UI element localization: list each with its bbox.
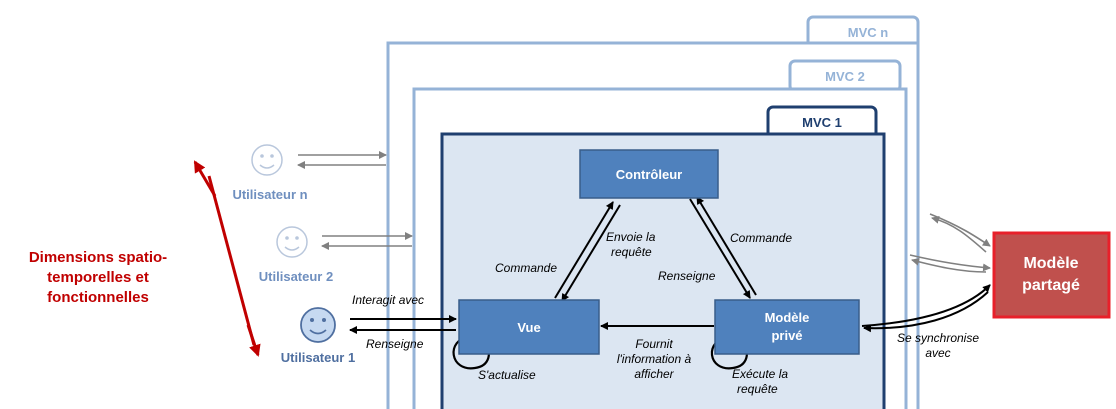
edge-labels: Commande Envoie la requête Commande Rens…	[352, 230, 979, 396]
dimensions-label: Dimensions spatio- temporelles et foncti…	[29, 249, 167, 306]
label-s-actualise: S'actualise	[478, 368, 536, 382]
label-fournit-2: l'information à	[617, 352, 692, 366]
smiley-icon	[251, 144, 283, 176]
label-fournit-3: afficher	[634, 367, 674, 381]
label-interagit: Interagit avec	[352, 293, 424, 307]
tab-mvc-1: MVC 1	[802, 115, 842, 130]
vue-box: Vue	[458, 299, 600, 355]
user-2-label: Utilisateur 2	[259, 269, 333, 284]
label-commande-right: Commande	[730, 231, 792, 245]
user-1: Utilisateur 1	[281, 307, 355, 365]
user-2: Utilisateur 2	[259, 226, 333, 284]
smiley-icon	[300, 307, 336, 343]
modele-prive-label-2: privé	[771, 328, 802, 343]
svg-text:temporelles et: temporelles et	[47, 269, 149, 286]
modele-partage-label-1: Modèle	[1023, 255, 1078, 272]
label-execute-2: requête	[737, 382, 778, 396]
user-1-label: Utilisateur 1	[281, 350, 355, 365]
label-renseigne-left: Renseigne	[366, 337, 424, 351]
label-envoie-2: requête	[611, 245, 652, 259]
label-synchronise-1: Se synchronise	[897, 331, 979, 345]
controleur-box: Contrôleur	[579, 149, 719, 199]
modele-partage-box: Modèle partagé	[992, 231, 1111, 319]
tab-mvc-n: MVC n	[848, 25, 889, 40]
connections	[297, 151, 991, 334]
modele-prive-box: Modèle privé	[714, 299, 860, 355]
user-n: Utilisateur n	[232, 144, 308, 202]
label-envoie-1: Envoie la	[606, 230, 656, 244]
label-commande-left: Commande	[495, 261, 557, 275]
controleur-label: Contrôleur	[616, 167, 682, 182]
svg-text:fonctionnelles: fonctionnelles	[47, 289, 149, 306]
dimension-arrow	[193, 160, 261, 357]
user-n-label: Utilisateur n	[232, 187, 307, 202]
label-synchronise-2: avec	[925, 346, 950, 360]
modele-prive-label-1: Modèle	[765, 310, 810, 325]
label-fournit-1: Fournit	[635, 337, 673, 351]
modele-partage-label-2: partagé	[1022, 277, 1080, 294]
label-execute-1: Exécute la	[732, 367, 788, 381]
svg-text:Dimensions spatio-: Dimensions spatio-	[29, 249, 167, 266]
smiley-icon	[276, 226, 308, 258]
vue-label: Vue	[517, 320, 540, 335]
label-renseigne-right: Renseigne	[658, 269, 716, 283]
tab-mvc-2: MVC 2	[825, 69, 865, 84]
